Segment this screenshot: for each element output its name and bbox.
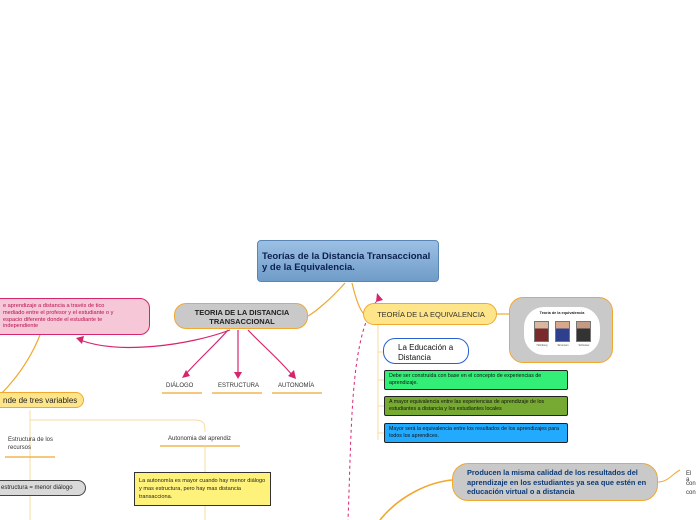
equivalencia-item-3-text: Mayor será la equivalencia entre los res…: [389, 426, 559, 439]
educacion-text: La Educación a Distancia: [398, 343, 454, 362]
person-name-2: Simonson: [557, 344, 569, 347]
autonomia-label[interactable]: AUTONOMÍA: [278, 383, 315, 389]
person-photo-1: [534, 321, 549, 342]
variables-node[interactable]: nde de tres variables: [0, 392, 84, 408]
autonomia-aprendiz-label[interactable]: Autonomia del aprendiz: [168, 436, 232, 442]
person-name-3: Schlosser: [578, 344, 590, 347]
estructura-recursos-label[interactable]: Estructura de los recursos: [8, 437, 54, 451]
definition-node[interactable]: e aprendizaje a distancia a través de ti…: [0, 298, 150, 335]
portrait-picture: Teoría de la equivalencia Holmberg Simon…: [524, 307, 600, 355]
variables-text: nde de tres variables: [3, 396, 78, 405]
person-photo-2: [555, 321, 570, 342]
image-caption: Teoría de la equivalencia: [539, 311, 585, 315]
equivalencia-item-2[interactable]: A mayor equivalencia entre las experienc…: [384, 396, 568, 416]
estructura-label[interactable]: ESTRUCTURA: [218, 383, 260, 389]
equivalencia-node[interactable]: TEORÍA DE LA EQUIVALENCIA: [363, 303, 497, 325]
estructura-menor-text: estructura = menor diálogo: [1, 485, 73, 491]
side-fragment-2: con: [686, 481, 696, 487]
educacion-node[interactable]: La Educación a Distancia: [383, 338, 469, 364]
side-fragment-3: con: [686, 490, 696, 496]
transaccional-node[interactable]: TEORIA DE LA DISTANCIA TRANSACCIONAL: [174, 303, 308, 329]
dialogo-label[interactable]: DIÁLOGO: [166, 383, 194, 389]
producen-node[interactable]: Producen la misma calidad de los resulta…: [452, 463, 658, 501]
person-photo-3: [576, 321, 591, 342]
central-node[interactable]: Teorías de la Distancia Transaccional y …: [257, 240, 439, 282]
estructura-menor-node[interactable]: estructura = menor diálogo: [0, 480, 86, 496]
producen-text: Producen la misma calidad de los resulta…: [467, 468, 647, 496]
central-title: Teorías de la Distancia Transaccional y …: [262, 251, 431, 273]
transaccional-title: TEORIA DE LA DISTANCIA TRANSACCIONAL: [194, 308, 290, 326]
equivalencia-item-3[interactable]: Mayor será la equivalencia entre los res…: [384, 423, 568, 443]
definition-text: e aprendizaje a distancia a través de ti…: [3, 303, 114, 330]
equivalencia-item-1[interactable]: Debe ser construida con base en el conce…: [384, 370, 568, 390]
equivalencia-title: TEORÍA DE LA EQUIVALENCIA: [377, 310, 485, 319]
side-fragment-1: El a: [686, 471, 692, 483]
equivalencia-item-1-text: Debe ser construida con base en el conce…: [389, 373, 542, 386]
equivalencia-item-2-text: A mayor equivalencia entre las experienc…: [389, 399, 545, 412]
autonomia-note-text: La autonomía es mayor cuando hay menor d…: [139, 478, 266, 500]
equivalencia-image-node[interactable]: Teoría de la equivalencia Holmberg Simon…: [509, 297, 613, 363]
autonomia-note-node[interactable]: La autonomía es mayor cuando hay menor d…: [134, 472, 271, 506]
person-name-1: Holmberg: [536, 344, 548, 347]
